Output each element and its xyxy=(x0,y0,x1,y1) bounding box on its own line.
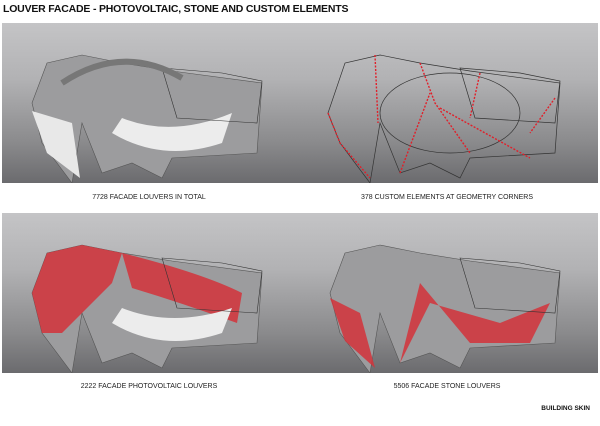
building-render-photovoltaic xyxy=(31,244,263,373)
section-label: BUILDING SKIN xyxy=(541,405,590,412)
caption-total-louvers: 7728 FACADE LOUVERS IN TOTAL xyxy=(92,194,206,201)
building-render-stone xyxy=(329,244,561,373)
building-render-all-louvers xyxy=(31,54,263,183)
caption-stone-louvers: 5506 FACADE STONE LOUVERS xyxy=(393,383,501,390)
caption-photovoltaic-louvers: 2222 FACADE PHOTOVOLTAIC LOUVERS xyxy=(80,383,218,390)
page-title: LOUVER FACADE - PHOTOVOLTAIC, STONE AND … xyxy=(3,3,349,15)
render-band-top xyxy=(2,23,598,183)
building-render-custom-elements xyxy=(327,54,561,183)
render-band-bottom xyxy=(2,213,598,373)
caption-custom-elements: 378 CUSTOM ELEMENTS AT GEOMETRY CORNERS xyxy=(360,194,534,201)
